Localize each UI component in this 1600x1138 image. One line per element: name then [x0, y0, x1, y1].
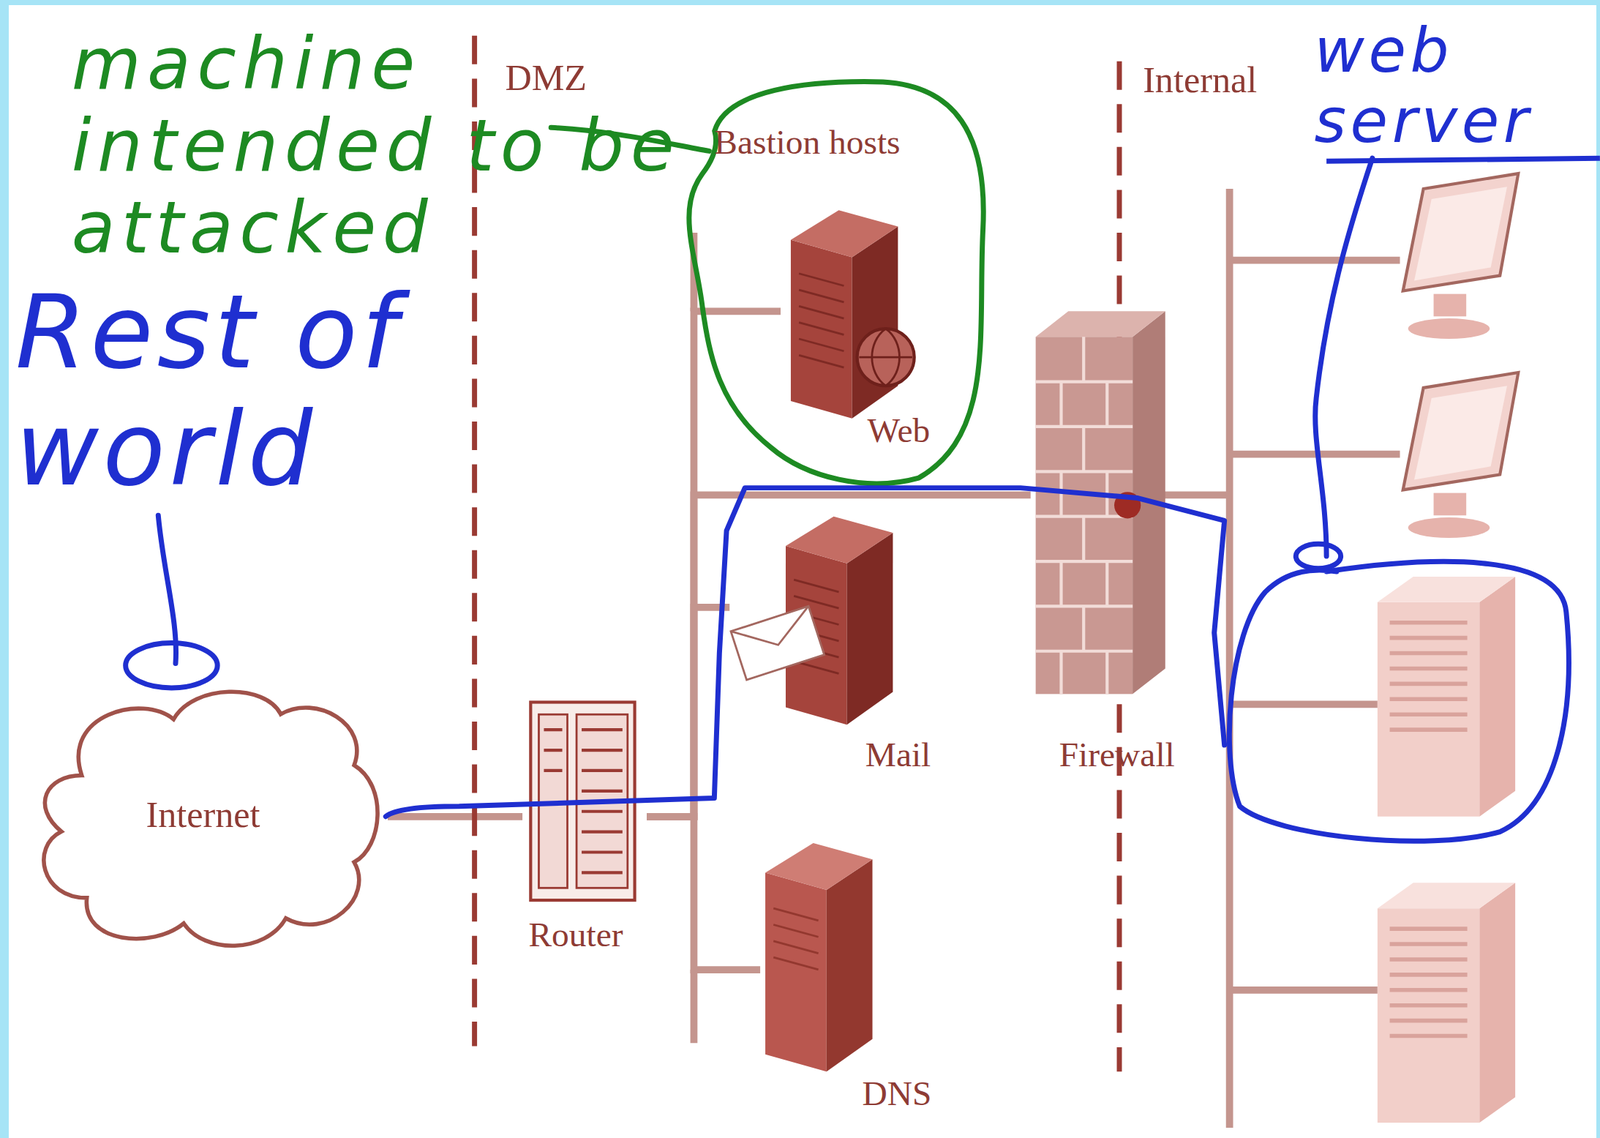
- monitor-screen: [1414, 385, 1508, 480]
- internal-server: [1377, 907, 1480, 1123]
- envelope-symbol: [730, 605, 825, 680]
- handwritten-note: web server: [1313, 15, 1580, 156]
- drive-bays: [1390, 622, 1468, 730]
- server-front: [790, 239, 853, 419]
- monitor-base: [1408, 517, 1491, 538]
- server-side: [852, 226, 899, 419]
- highlight-outline: [688, 81, 983, 483]
- zone-label: Internal: [1142, 59, 1317, 102]
- firewall-top: [1035, 310, 1166, 337]
- pointer-loop: [1295, 543, 1341, 568]
- envelope-flap: [730, 605, 818, 657]
- handwritten-note: Rest of world: [15, 273, 496, 509]
- cloud-outline: [43, 692, 378, 946]
- monitor-base: [1408, 318, 1491, 339]
- network-bus: [690, 969, 698, 1043]
- route-annotation: [385, 487, 1224, 817]
- zone-label: DMZ: [504, 57, 638, 100]
- network-link: [646, 816, 761, 970]
- globe-symbol: [857, 328, 915, 386]
- leader-line: [1315, 158, 1373, 557]
- firewall-wall: [1035, 336, 1133, 694]
- server-side: [1479, 576, 1516, 817]
- server-side: [847, 532, 894, 725]
- network-link: [646, 494, 1031, 816]
- bus-branch: [1229, 256, 1401, 265]
- server-grill: [773, 907, 818, 970]
- envelope-symbol: [730, 605, 825, 680]
- server-top: [1377, 576, 1516, 603]
- monitor-stand: [1433, 294, 1467, 317]
- bus-branch: [1229, 986, 1378, 994]
- bus-branch: [1229, 700, 1378, 708]
- highlight-circle: [1229, 561, 1569, 841]
- monitor-symbol: [1403, 173, 1519, 291]
- bastion-group: Bastion hostsWeb: [663, 71, 1001, 501]
- server-node: DNS: [760, 842, 924, 1134]
- firewall-node: Firewall: [1030, 305, 1194, 786]
- underline: [1326, 158, 1600, 161]
- cloud-node: Internet: [25, 683, 388, 955]
- node-label: Mail: [865, 734, 932, 775]
- globe-symbol: [858, 328, 913, 386]
- brick-lines: [1035, 336, 1133, 694]
- server-top: [765, 842, 873, 890]
- server-top: [790, 209, 898, 257]
- router-node: Router: [522, 695, 647, 962]
- node-label: Web: [867, 410, 931, 451]
- node-label: Router: [528, 914, 623, 955]
- bus-branch: [1229, 450, 1401, 458]
- internal-server: [1377, 602, 1480, 817]
- pointer-loop: [125, 643, 219, 688]
- monitor-symbol: [1403, 372, 1519, 490]
- server-front: [765, 872, 827, 1072]
- node-label: DNS: [862, 1073, 933, 1114]
- network-link: [387, 812, 523, 821]
- server-node: Mail: [729, 509, 914, 786]
- server-top: [1377, 882, 1516, 908]
- node-label: Internet: [145, 793, 260, 837]
- handwritten-note: machine intended to be attacked: [71, 22, 726, 270]
- drive-bays: [1390, 928, 1468, 1036]
- monitor-screen: [1414, 186, 1508, 281]
- server-node: Web: [780, 198, 955, 460]
- bus-branch: [1163, 491, 1230, 499]
- server-side: [826, 858, 873, 1072]
- node-label: Firewall: [1059, 734, 1175, 775]
- server-side: [1479, 882, 1516, 1123]
- monitor-stand: [1433, 493, 1467, 516]
- server-grill: [798, 273, 844, 368]
- node-label: Bastion hosts: [714, 122, 900, 163]
- server-top: [785, 516, 893, 564]
